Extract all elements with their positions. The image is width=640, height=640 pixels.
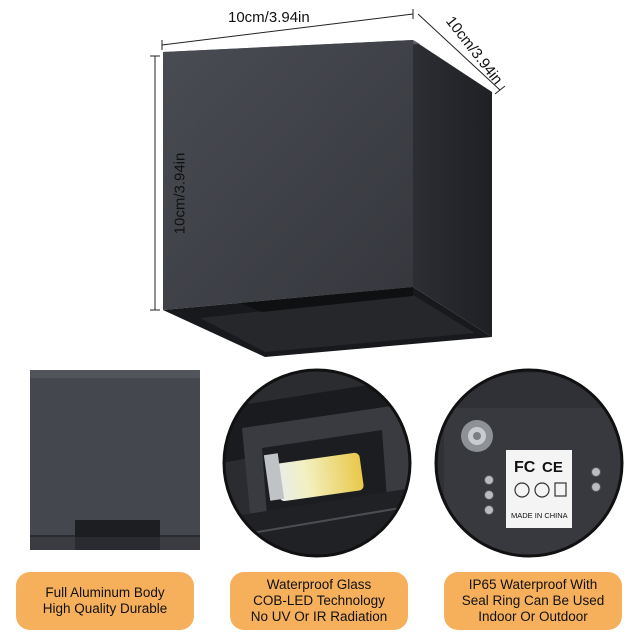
panel-led-glass bbox=[222, 368, 412, 558]
dimension-line-right bbox=[417, 13, 501, 91]
dimension-line-top bbox=[161, 13, 414, 46]
feature-line: Full Aluminum Body bbox=[45, 585, 165, 600]
feature-line: Seal Ring Can Be Used bbox=[461, 593, 605, 608]
feature-line: No UV Or IR Radiation bbox=[250, 609, 388, 624]
feature-line: Waterproof Glass bbox=[266, 577, 372, 592]
ce-mark: CE bbox=[542, 459, 563, 476]
certification-label bbox=[506, 450, 572, 528]
height-dimension-label: 10cm/3.94in bbox=[171, 152, 189, 235]
panel-aluminum-body bbox=[30, 370, 200, 550]
feature-line: COB-LED Technology bbox=[253, 593, 385, 608]
fcc-mark: FC bbox=[514, 459, 536, 476]
made-in-text: MADE IN CHINA bbox=[511, 511, 568, 520]
cube-side-face bbox=[413, 40, 492, 337]
feature-text: Full Aluminum Body High Quality Durable bbox=[43, 585, 168, 617]
cube-front-face bbox=[163, 40, 413, 310]
feature-text: IP65 Waterproof With Seal Ring Can Be Us… bbox=[462, 577, 605, 625]
main-cube-illustration bbox=[150, 9, 506, 357]
led-chip bbox=[275, 452, 364, 502]
feature-box-aluminum: Full Aluminum Body High Quality Durable bbox=[16, 572, 194, 630]
feature-box-ip65: IP65 Waterproof With Seal Ring Can Be Us… bbox=[444, 572, 622, 630]
feature-text: Waterproof Glass COB-LED Technology No U… bbox=[251, 577, 388, 625]
feature-box-cob-led: Waterproof Glass COB-LED Technology No U… bbox=[230, 572, 408, 630]
feature-line: IP65 Waterproof With bbox=[468, 577, 598, 592]
feature-line: Indoor Or Outdoor bbox=[478, 609, 588, 624]
feature-line: High Quality Durable bbox=[42, 601, 168, 616]
width-dimension-label: 10cm/3.94in bbox=[228, 9, 310, 26]
panel-seal-ring-back: FC CE MADE IN CHINA bbox=[434, 368, 624, 558]
